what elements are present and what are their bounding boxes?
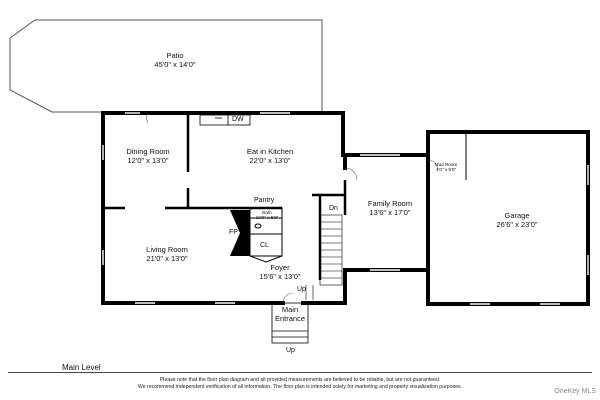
- patio-label: Patio 45'0" x 14'0": [140, 51, 210, 69]
- garage-walls: [426, 130, 590, 306]
- family-dims: 13'6" x 17'0": [369, 207, 411, 217]
- kitchen-counter: [199, 114, 251, 126]
- foyer-name: Foyer: [270, 263, 290, 272]
- pantry-label: Pantry: [254, 197, 275, 204]
- kitchen-dims: 22'0" x 13'0": [249, 155, 291, 165]
- entrance-steps: [271, 302, 309, 344]
- patio-name: Patio: [166, 51, 184, 60]
- dn-label: Dn: [329, 205, 338, 212]
- window-marks: [102, 112, 589, 305]
- stairs: [305, 214, 343, 300]
- pantry-bath-closet: [249, 207, 283, 263]
- bath-name: Bath: [262, 210, 272, 215]
- mud-label: Mud Room 4'0" x 9'0": [428, 162, 464, 173]
- patio-dims: 45'0" x 14'0": [154, 59, 196, 69]
- garage-label: Garage 26'6" x 23'0": [482, 211, 552, 229]
- living-name: Living Room: [146, 245, 188, 254]
- up-entry-label: Up: [286, 347, 295, 354]
- entrance-name2: Entrance: [274, 313, 306, 323]
- entrance-label: Main Entrance: [262, 305, 318, 323]
- family-label: Family Room 13'6" x 17'0": [355, 199, 425, 217]
- dining-label: Dining Room 12'0" x 13'0": [113, 147, 183, 165]
- brand-watermark: OneKey MLS: [554, 388, 596, 395]
- disclaimer-line-2: We recommend independent verification of…: [137, 384, 463, 390]
- dining-name: Dining Room: [126, 147, 170, 156]
- door-swings: [146, 112, 439, 304]
- up-stair-label: Up: [297, 286, 306, 293]
- patio-outline: [9, 19, 323, 113]
- dw-label: DW: [232, 116, 244, 123]
- dining-dims: 12'0" x 13'0": [127, 155, 169, 165]
- level-title: Main Level: [62, 363, 101, 372]
- kitchen-name: Eat in Kitchen: [246, 147, 294, 156]
- foyer-label: Foyer 15'6" x 13'0": [248, 263, 312, 281]
- bath-dims: 10'0" x 5'0": [255, 215, 279, 221]
- garage-dims: 26'6" x 23'0": [496, 219, 538, 229]
- cl-label: CL: [260, 242, 269, 249]
- footer-divider-top: [8, 372, 592, 373]
- fp-label: FP: [229, 229, 238, 236]
- fireplace: [230, 210, 250, 256]
- living-label: Living Room 21'0" x 13'0": [132, 245, 202, 263]
- mud-name: Mud Room: [434, 162, 458, 167]
- foyer-dims: 15'6" x 13'0": [259, 271, 301, 281]
- kitchen-label: Eat in Kitchen 22'0" x 13'0": [230, 147, 310, 165]
- family-name: Family Room: [367, 199, 413, 208]
- garage-name: Garage: [504, 211, 530, 220]
- living-dims: 21'0" x 13'0": [146, 253, 188, 263]
- disclaimer-line-1: Please note that the floor plan diagram …: [159, 377, 441, 383]
- bath-label: Bath 10'0" x 5'0": [254, 210, 280, 221]
- mud-dims: 4'0" x 9'0": [435, 167, 457, 173]
- entrance-name: Main: [281, 305, 299, 314]
